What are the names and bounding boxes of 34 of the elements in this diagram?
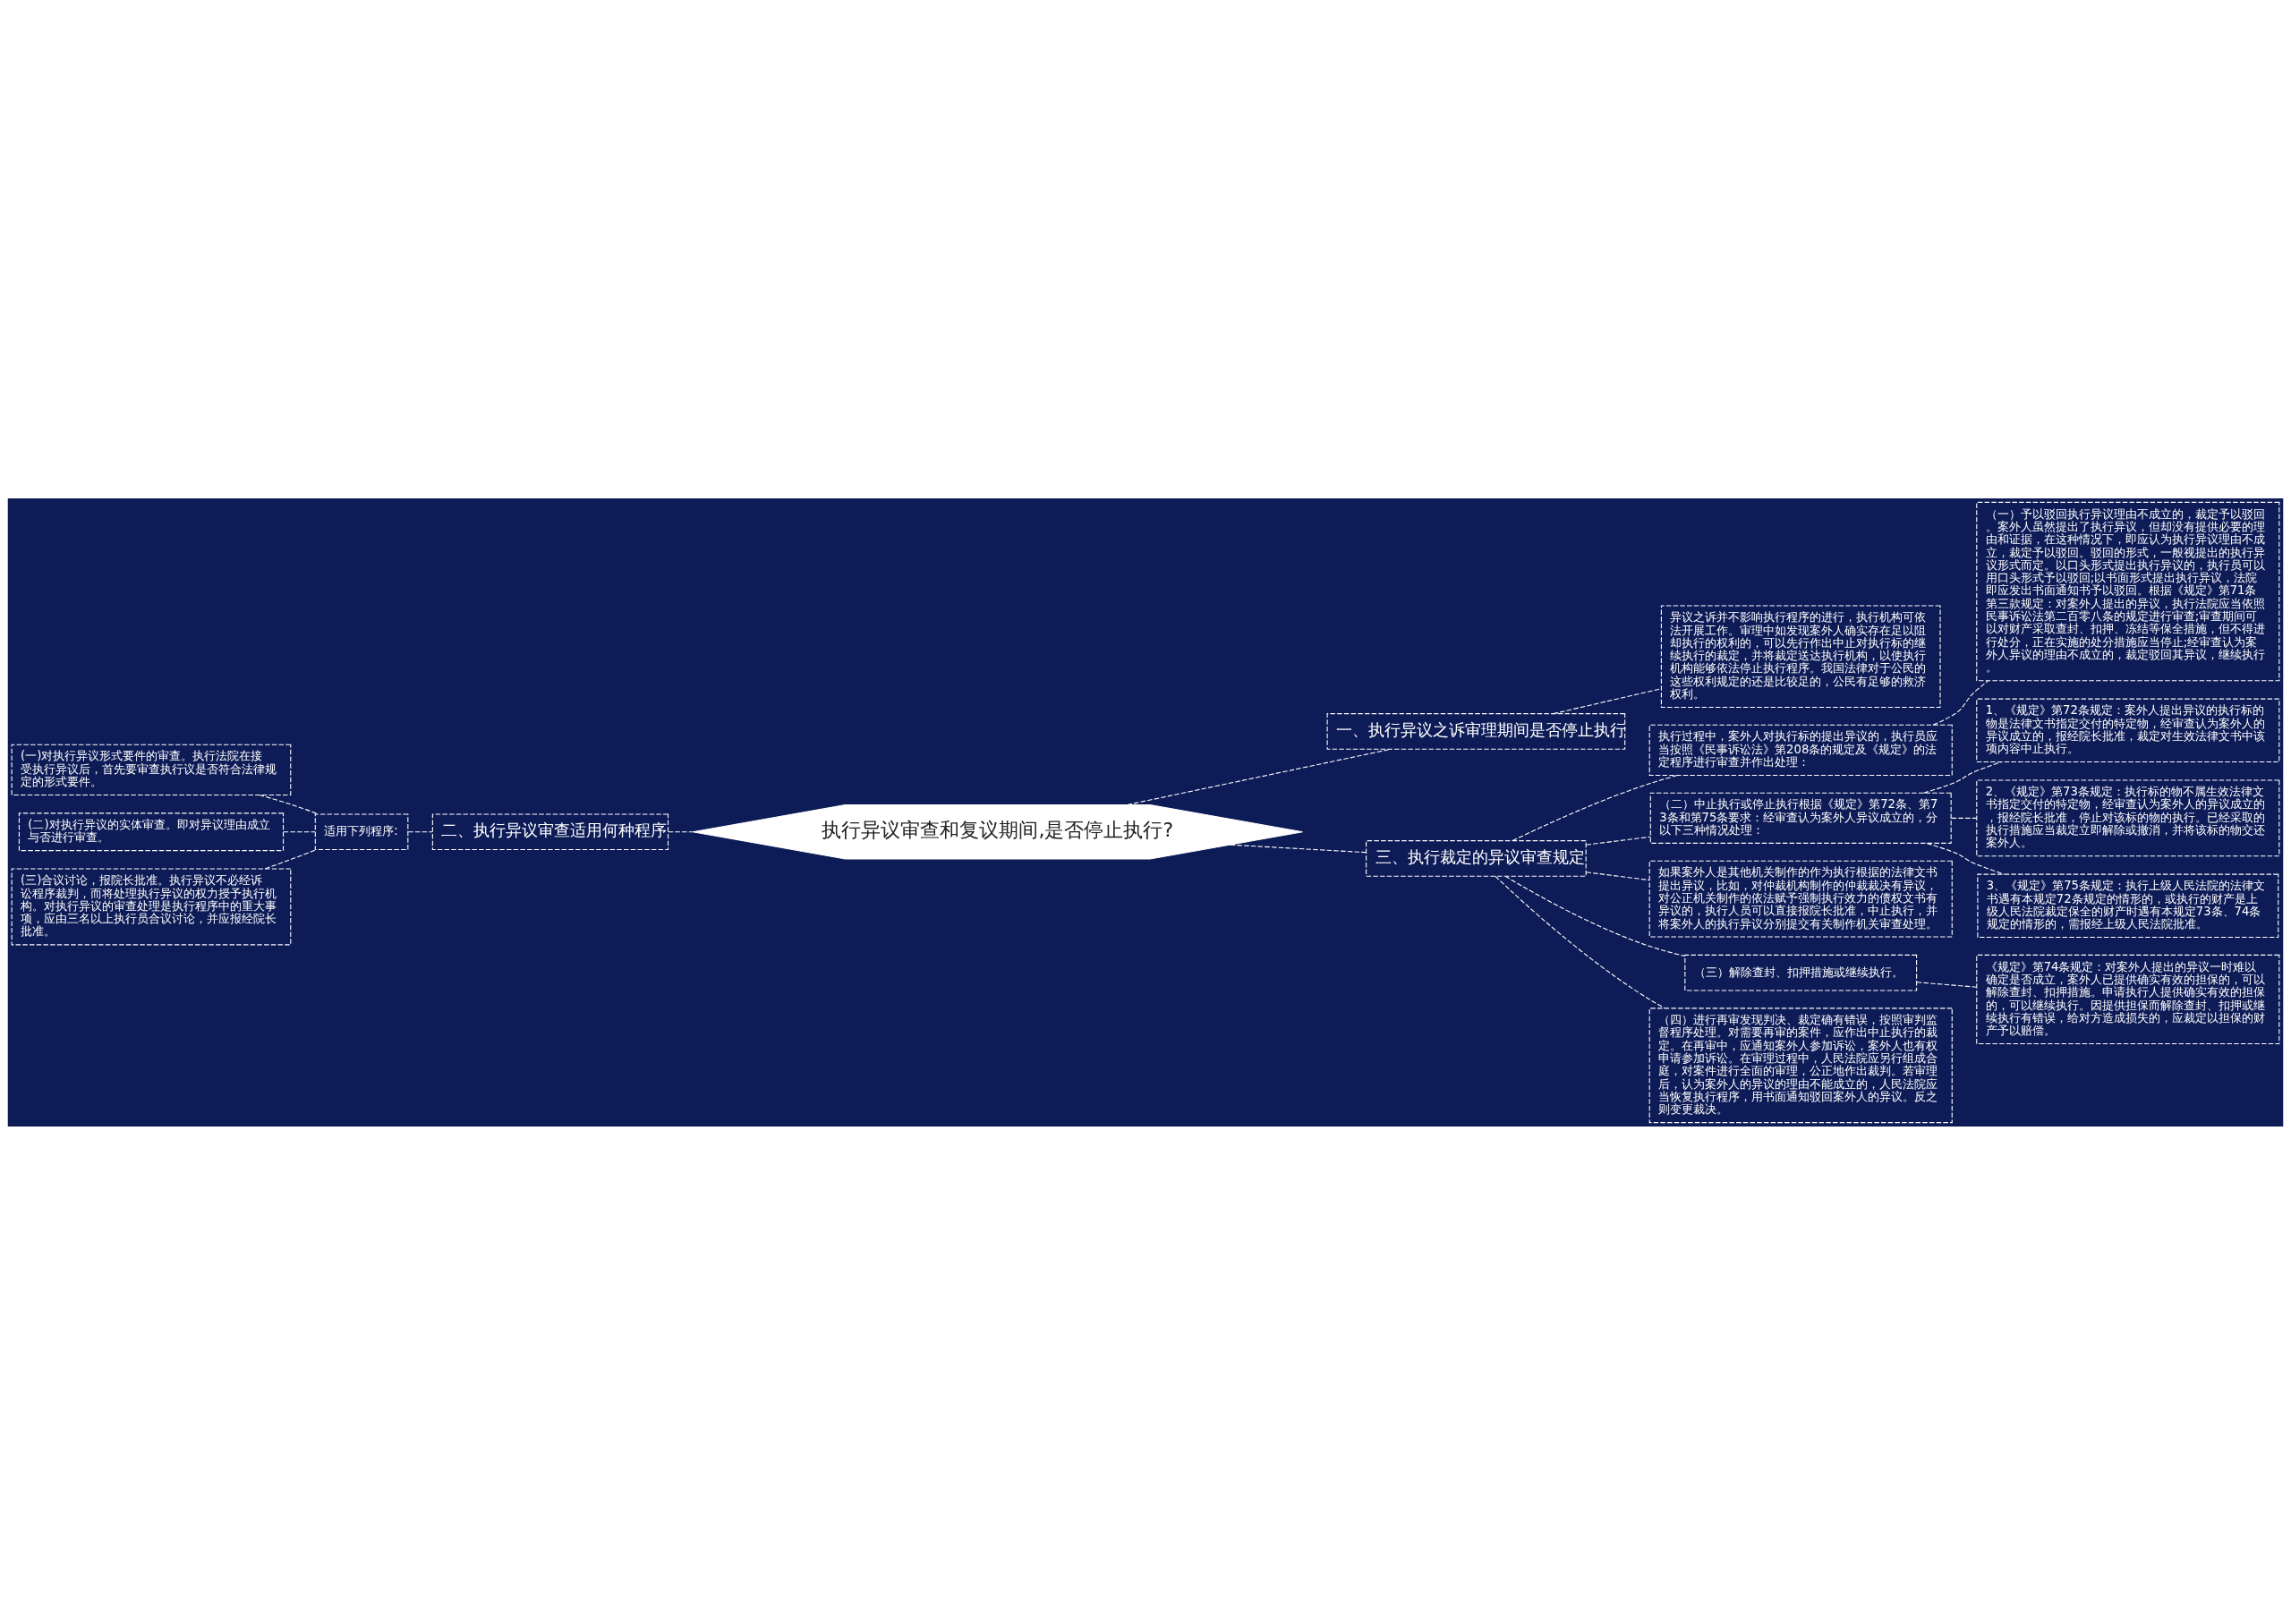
connector [1586,836,1651,846]
node-box: 2、《规定》第73条规定：执行标的物不属生效法律文书指定交付的特定物，经审查认为案外人的异议成立的，报经院长批准，停止对该标的物的执行。已经采取的执行措施应当裁定立即解除或撤消，并将该标的物交还案外人。 [1976,778,2280,856]
node-box: 执行过程中，案外人对执行标的提出异议的，执行员应当按照《民事诉讼法》第208条的规定及《规定》的法定程序进行审查并作出处理： [1648,724,1953,776]
connector [1230,844,1367,853]
connector [1916,981,1978,988]
connector [1512,774,1678,841]
node-box: (三)合议讨论，报院长批准。执行异议不必经诉讼程序裁判，而将处理执行异议的权力授予执行机构。对执行异议的审查处理是执行程序中的重大事项，应由三名以上执行员合议讨论，并应报经院长批准。 [11,868,292,945]
node-box: 三、执行裁定的异议审查规定 [1366,839,1587,877]
node-box: 适用下列程序: [314,812,409,850]
node-box: 3、《规定》第75条规定：执行上级人民法院的法律文书遇有本规定72条规定的情形的，或执行的财产是上级人民法院裁定保全的财产时遇有本规定73条、74条规定的情形的，需报经上级人民法院批准。 [1977,873,2279,938]
node-box: （四）进行再审发现判决、裁定确有错误，按照审判监督程序处理。对需要再审的案件，应作出中止执行的裁定。在再审中，应通知案外人参加诉讼，案外人也有权申请参加诉讼。在审理过程中，人民法院应另行组成合庭，对案件进行全面的审理，公正地作出裁判。若审理后，认为案外人的异议的理由不能成立的，人民法院应当恢复执行程序，用书面通知驳回案外人的异议。反之则变更裁决。 [1648,1007,1953,1123]
node-box: （三）解除查封、扣押措施或继续执行。 [1684,954,1918,991]
node-box: (二)对执行异议的实体审查。即对异议理由成立与否进行审查。 [18,812,285,851]
connector [1504,875,1686,957]
connector [259,794,319,814]
node-box: （一）予以驳回执行异议理由不成立的，裁定予以驳回。案外人虽然提出了执行异议，但却没有提供必要的理由和证据，在这种情况下，即应认为执行异议理由不成立，裁定予以驳回。驳回的形式，一般视提出的执行异议形式而定。以口头形式提出执行异议的，执行员可以用口头形式予以驳回;以书面形式提出执行异议，法院即应发出书面通知书予以驳回。根据《规定》第71条第三款规定：对案外人提出的异议，执行法院应当依照民事诉讼法第二百零八条的规定进行审查;审查期间可以对财产采取查封、扣押、冻结等保全措施，但不得进行处分，正在实施的处分措施应当停止;经审查认为案外人异议的理由不成立的，裁定驳回其异议，继续执行。 [1976,501,2280,681]
connector [1951,817,1978,819]
connector [1586,871,1650,880]
node-box: 一、执行异议之诉审理期间是否停止执行 [1326,712,1626,750]
connector [668,830,694,832]
connector [1553,687,1662,714]
connector [1127,748,1392,805]
connector [407,830,433,832]
connector [264,848,318,869]
node-box: 如果案外人是其他机关制作的作为执行根据的法律文书提出异议，比如，对仲裁机构制作的仲裁裁决有异议，对公正机关制作的依法赋予强制执行效力的债权文书有异议的，执行人员可以直接报院长批准，中止执行，并将案外人的执行异议分别提交有关制作机关审查处理。 [1648,860,1953,938]
node-box: 二、执行异议审查适用何种程序 [431,812,669,850]
connector [1926,842,2005,875]
node-box: (一)对执行异议形式要件的审查。执行法院在接受执行异议后，首先要审查执行议是否符合法律规定的形式要件。 [11,744,292,795]
node-box: （二）中止执行或停止执行根据《规定》第72条、第73条和第75条要求：经审查认为案外人异议成立的，分以下三种情况处理： [1649,792,1952,844]
node-box: 《规定》第74条规定：对案外人提出的异议一时难以确定是否成立，案外人已提供确实有效的担保的，可以解除查封、扣押措施。申请执行人提供确实有效的担保的，可以继续执行。因提供担保而解除查封、扣押或继续执行有错误，给对方造成损失的，应裁定以担保的财产予以赔偿。 [1976,954,2280,1044]
node-box: 异议之诉并不影响执行程序的进行，执行机构可依法开展工作。审理中如发现案外人确实存在足以阻却执行的权利的，可以先行作出中止对执行标的继续执行的裁定，并将裁定送达执行机构，以使执行机构能够依法停止执行程序。我国法律对于公民的这些权利规定的还是比较足的，公民有足够的救济权利。 [1660,605,1941,708]
connector [1495,875,1665,1008]
connector [283,830,316,832]
node-box: 1、《规定》第72条规定：案外人提出异议的执行标的物是法律文书指定交付的特定物，经审查认为案外人的异议成立的，报经院长批准，裁定对生效法律文书中该项内容中止执行。 [1976,698,2280,762]
